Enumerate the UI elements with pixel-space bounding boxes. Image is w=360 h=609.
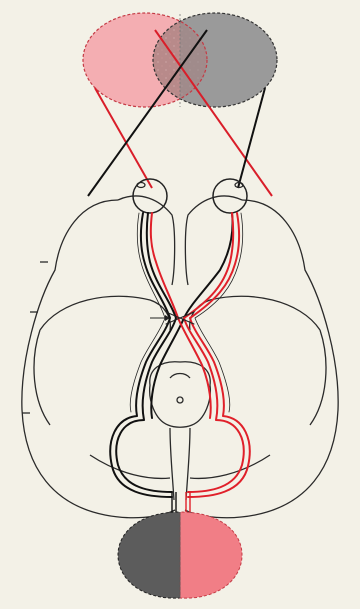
visual-fields — [83, 10, 280, 110]
visual-cortex — [118, 512, 242, 598]
